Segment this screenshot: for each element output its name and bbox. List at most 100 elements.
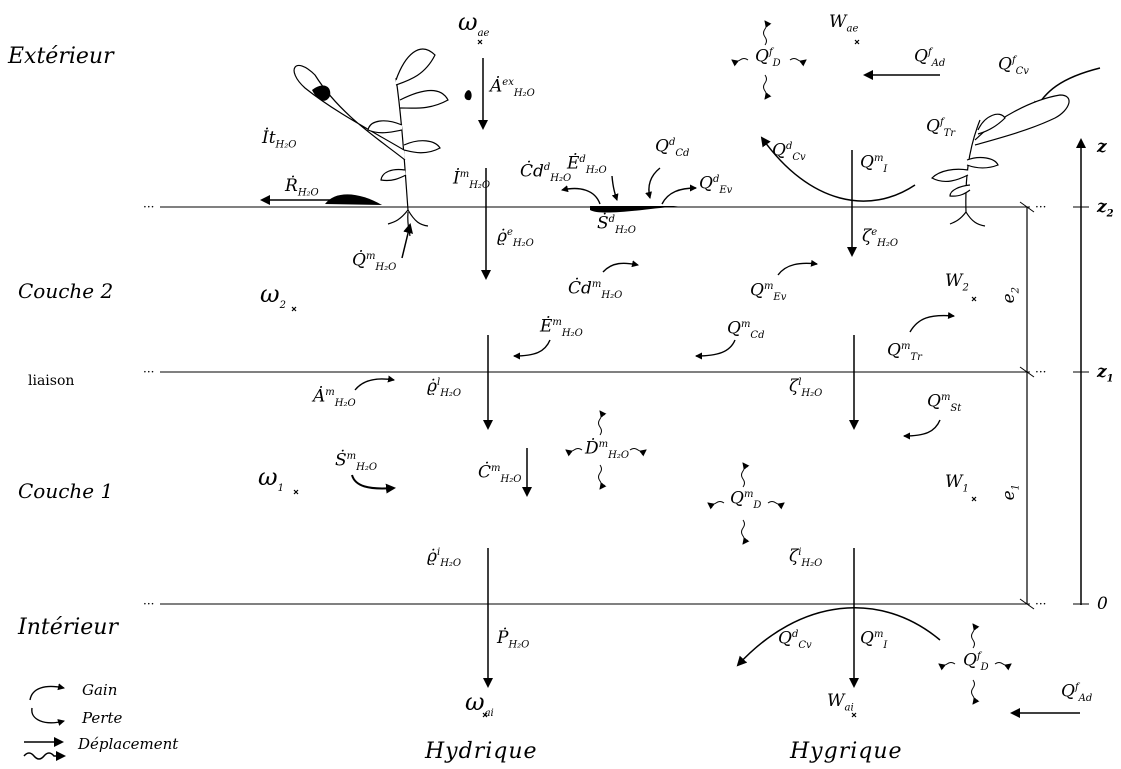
label-Q-root: Q̇mH₂O	[352, 250, 397, 274]
arrow-E-m	[513, 339, 551, 360]
legend-gain: Gain	[82, 681, 118, 699]
label-zeta-i: ζiH₂O	[789, 546, 823, 570]
label-Q-Cv-f: QfCv	[998, 54, 1029, 78]
label-S-d: ṠdH₂O	[597, 213, 636, 237]
label-E-m: ĖmH₂O	[540, 316, 583, 340]
region-couche2: Couche 2	[18, 279, 114, 303]
label-rho-e: ϱ̇eH₂O	[497, 226, 534, 250]
plant-leaf-drop	[312, 85, 331, 101]
W-ai: Wai	[827, 691, 854, 714]
label-Cd-m: ĊdmH₂O	[568, 278, 623, 302]
region-interieur: Intérieur	[18, 615, 118, 640]
region-liaison: liaison	[28, 373, 75, 389]
legend-deplacement: Déplacement	[78, 735, 179, 753]
diffusion-cross-bottom	[938, 623, 1012, 705]
W-ae: Wae	[829, 12, 859, 35]
dots: ···	[1035, 597, 1046, 611]
arrow-Q-Ev-d	[661, 184, 697, 205]
legend-loss-icon	[31, 707, 65, 726]
arrow-Q-Cv-d-top	[760, 136, 916, 202]
label-rho-l: ϱ̇lH₂O	[427, 376, 462, 400]
label-rho-i: ϱ̇iH₂O	[427, 546, 462, 570]
column-hygrique: Hygrique	[790, 739, 903, 764]
diffusion-cross-Q-D-m	[707, 462, 785, 545]
label-R: ṘH₂O	[285, 176, 319, 199]
runoff-puddle	[325, 194, 382, 205]
label-It: İtH₂O	[262, 128, 297, 151]
arrow-S-m	[351, 474, 396, 494]
plant-left	[293, 48, 449, 237]
omega-2: ω2	[260, 280, 286, 311]
label-Q-Cd-m: QmCd	[727, 318, 765, 342]
label-Q-Ev-m: QmEv	[750, 280, 787, 304]
label-zeta-l: ζlH₂O	[789, 376, 823, 400]
diffusion-cross-top	[731, 20, 807, 100]
label-Q-I-bot: QmI	[860, 628, 888, 652]
state-markers	[291, 39, 977, 718]
label-Q-Tr-f: QfTr	[926, 116, 956, 140]
label-E-d: ĖdH₂O	[567, 153, 607, 177]
arrow-A-m	[354, 375, 395, 391]
arrow-Q-Cd-m	[695, 339, 736, 360]
label-Q-Cd-d: QdCd	[655, 136, 690, 160]
arrow-Cd-m	[602, 260, 639, 273]
label-Q-Ev-d: QdEv	[699, 173, 733, 197]
arrow-Q-Ev-m	[777, 259, 818, 276]
e2-label: e2	[999, 286, 1022, 304]
arrow-E-d	[611, 175, 619, 201]
label-P: ṖH₂O	[497, 628, 530, 651]
plant-right	[931, 94, 1070, 227]
column-hydrique: Hydrique	[425, 739, 538, 764]
omega-ai: ωai	[465, 688, 494, 719]
e1-label: e1	[999, 483, 1022, 501]
bracket-tick	[1019, 201, 1035, 213]
label-Q-Ad-f-top: QfAd	[914, 46, 946, 70]
rain-drop	[464, 90, 472, 101]
label-Q-Cv-d-bot: QdCv	[778, 628, 812, 652]
W-2: W2	[945, 271, 969, 294]
dots: ···	[1035, 365, 1046, 379]
W-1: W1	[945, 472, 969, 495]
omega-ae: ωae	[458, 8, 490, 39]
z2-label: z2	[1097, 197, 1114, 220]
label-I-m: İmH₂O	[453, 168, 491, 192]
z-axis-label: z	[1097, 137, 1107, 157]
label-A-ex: ȦexH₂O	[490, 76, 535, 100]
label-C-m: ĊmH₂O	[478, 462, 522, 486]
dots: ···	[143, 597, 154, 611]
label-Q-D-m: QmD	[730, 488, 762, 512]
label-A-m: ȦmH₂O	[313, 386, 356, 410]
label-D-m: ḊmH₂O	[585, 438, 630, 462]
dots: ···	[143, 365, 154, 379]
label-Q-Tr-m: QmTr	[887, 340, 922, 364]
zero-label: 0	[1097, 594, 1108, 614]
arrow-Q-St-m	[903, 419, 941, 440]
label-Q-D-f-bot: QfD	[963, 650, 989, 674]
arrow-Cd-d	[561, 185, 601, 205]
label-Q-St-m: QmSt	[927, 391, 962, 415]
label-Q-D-f-top: QfD	[755, 46, 781, 70]
dots: ···	[143, 200, 154, 214]
label-Q-Ad-f-bot: QfAd	[1061, 681, 1093, 705]
legend-perte: Perte	[82, 709, 123, 727]
bracket-tick	[1019, 366, 1035, 378]
bracket-tick	[1019, 598, 1035, 610]
region-exterieur: Extérieur	[8, 44, 114, 69]
z1-label: z1	[1097, 362, 1114, 385]
diffusion-cross-D-m	[565, 410, 647, 490]
dots: ···	[1035, 200, 1046, 214]
omega-1: ω1	[258, 463, 284, 494]
label-Cd-d: ĊddH₂O	[520, 161, 572, 185]
legend-gain-icon	[29, 683, 65, 701]
label-Q-I-top: QmI	[860, 152, 888, 176]
arrow-Q-Cv-d-bot	[736, 607, 941, 667]
surface-water-film	[590, 206, 678, 213]
arrow-Q-Cd-d	[645, 167, 661, 199]
label-zeta-e: ζeH₂O	[862, 226, 899, 250]
arrow-Q-Tr-m	[909, 312, 955, 333]
legend-move-icon-b	[23, 751, 66, 761]
label-S-m: ṠmH₂O	[335, 450, 378, 474]
region-couche1: Couche 1	[18, 479, 114, 503]
label-Q-Cv-d-top: QdCv	[772, 140, 806, 164]
